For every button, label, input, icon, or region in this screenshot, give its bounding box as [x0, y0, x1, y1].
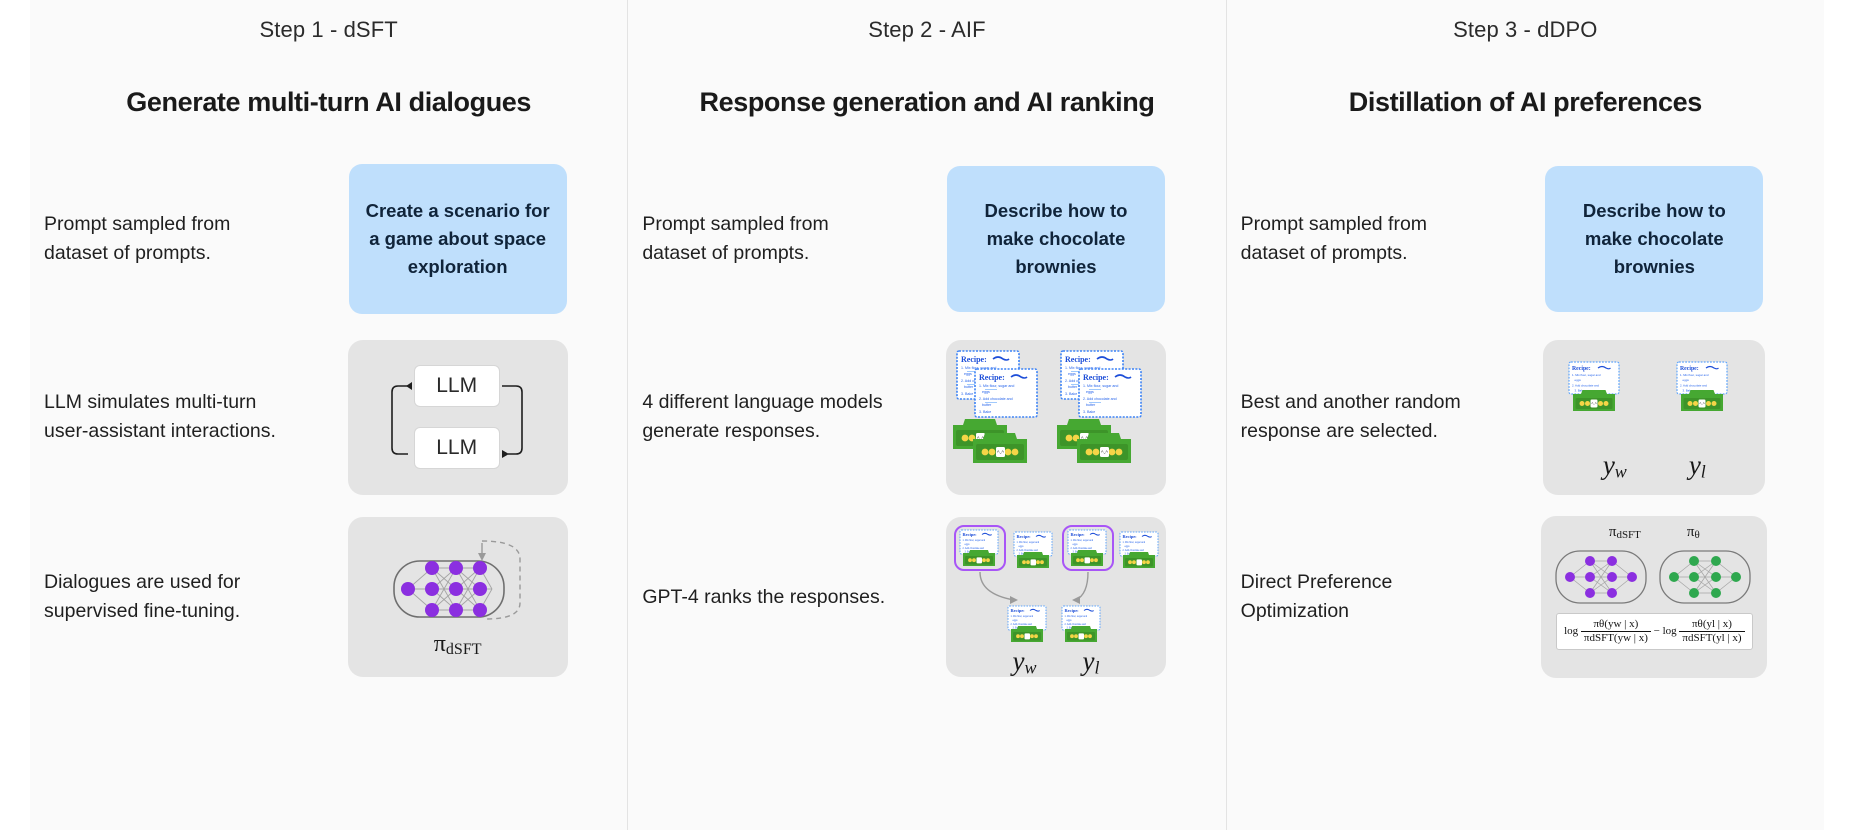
formula-fraction-1: πθ(yw | x) πdSFT(yw | x) [1580, 619, 1651, 644]
step-label-1: Step 1 - dSFT [259, 17, 398, 42]
pi-theta-small-label: πθ [1686, 524, 1700, 541]
y-w-label: yw [1012, 646, 1037, 678]
row-visual: πdSFT [302, 517, 613, 677]
row-visual: Recipe: 1. Mix flour, sugar and eggs 2. … [900, 339, 1211, 495]
y-l-label: yl [1688, 449, 1706, 482]
llm-stack: LLM LLM [378, 357, 538, 477]
dpo-panel: πdSFT πθ [1541, 516, 1768, 678]
two-responses-icon: Recipe: 1. Mix flour, sugar and eggs 2. … [1568, 360, 1728, 411]
recipe-cards-group-icon: Recipe: 1. Mix flour, sugar and eggs 2. … [952, 350, 1142, 463]
column-title-2: Response generation and AI ranking [699, 86, 1155, 117]
row-2-2: 4 different language models generate res… [642, 328, 1211, 506]
selected-pair-panel: Recipe: 1. Mix flour, sugar and eggs 2. … [1543, 339, 1766, 495]
dpo-formula: log πθ(yw | x) πdSFT(yw | x) − log πθ(yl… [1556, 613, 1753, 650]
row-1-1: Prompt sampled from dataset of prompts. … [44, 150, 613, 328]
row-2-3: GPT-4 ranks the responses. Recipe: 1. Mi… [642, 506, 1211, 688]
row-1-2: LLM simulates multi-turn user-assistant … [44, 328, 613, 506]
row-caption: LLM simulates multi-turn user-assistant … [44, 391, 276, 442]
two-networks-icon [1555, 550, 1751, 604]
row-caption: Best and another random response are sel… [1240, 391, 1461, 442]
row-2-1: Prompt sampled from dataset of prompts. … [642, 150, 1211, 328]
y-w-label: yw [1602, 449, 1627, 482]
ranking-diagram-icon: Recipe: 1. Mix flour, sugar and eggs 2. … [953, 525, 1159, 642]
neural-net-wrap: πdSFT [368, 533, 548, 661]
row-visual: Describe how to make chocolate brownies [900, 166, 1211, 312]
row-visual: πdSFT πθ [1499, 516, 1810, 678]
loop-arrows-icon [390, 382, 523, 458]
step-label-2: Step 2 - AIF [868, 17, 986, 42]
column-step-1: Step 1 - dSFT Generate multi-turn AI dia… [30, 0, 629, 830]
prompt-bubble: Create a scenario for a game about space… [348, 164, 567, 314]
row-caption: Prompt sampled from dataset of prompts. [642, 213, 829, 264]
column-title-3: Distillation of AI preferences [1348, 86, 1702, 117]
row-visual: Recipe: 1. Mix flour, sugar and eggs 2. … [900, 517, 1211, 678]
row-caption: Prompt sampled from dataset of prompts. [1240, 213, 1428, 264]
prompt-bubble: Describe how to make chocolate brownies [946, 166, 1165, 312]
pi-dsft-small-label: πdSFT [1608, 524, 1641, 541]
row-caption: Dialogues are used for supervised fine-t… [44, 571, 241, 622]
row-caption: Direct Preference Optimization [1240, 571, 1393, 622]
row-caption: Prompt sampled from dataset of prompts. [44, 213, 231, 264]
row-visual: Describe how to make chocolate brownies [1499, 166, 1810, 312]
step-label-3: Step 3 - dDPO [1453, 17, 1598, 42]
row-1-3: Dialogues are used for supervised fine-t… [44, 506, 613, 688]
row-3-3: Direct Preference Optimization πdSFT πθ [1241, 506, 1810, 688]
column-step-2: Step 2 - AIF Response generation and AI … [628, 0, 1227, 830]
four-responses-panel: Recipe: 1. Mix flour, sugar and eggs 2. … [945, 339, 1166, 495]
row-3-2: Best and another random response are sel… [1241, 328, 1810, 506]
row-visual: LLM LLM [302, 339, 613, 495]
row-3-1: Prompt sampled from dataset of prompts. … [1241, 150, 1810, 328]
pi-dsft-label: πdSFT [433, 631, 482, 658]
llm-box-bottom: LLM [413, 427, 500, 469]
llm-loop-panel: LLM LLM [347, 339, 568, 495]
formula-fraction-2: πθ(yl | x) πdSFT(yl | x) [1679, 619, 1745, 644]
row-visual: Create a scenario for a game about space… [302, 164, 613, 314]
neural-net-panel: πdSFT [347, 517, 568, 677]
llm-box-top: LLM [413, 365, 500, 407]
column-step-3: Step 3 - dDPO Distillation of AI prefere… [1226, 0, 1824, 830]
row-caption: GPT-4 ranks the responses. [642, 585, 886, 608]
row-caption: 4 different language models generate res… [642, 391, 883, 442]
y-l-label: yl [1082, 646, 1100, 678]
column-title-1: Generate multi-turn AI dialogues [126, 86, 532, 117]
prompt-bubble: Describe how to make chocolate brownies [1545, 166, 1764, 312]
row-visual: Recipe: 1. Mix flour, sugar and eggs 2. … [1499, 339, 1810, 495]
gpt4-ranking-panel: Recipe: 1. Mix flour, sugar and eggs 2. … [945, 517, 1166, 678]
neural-network-icon [392, 540, 521, 620]
